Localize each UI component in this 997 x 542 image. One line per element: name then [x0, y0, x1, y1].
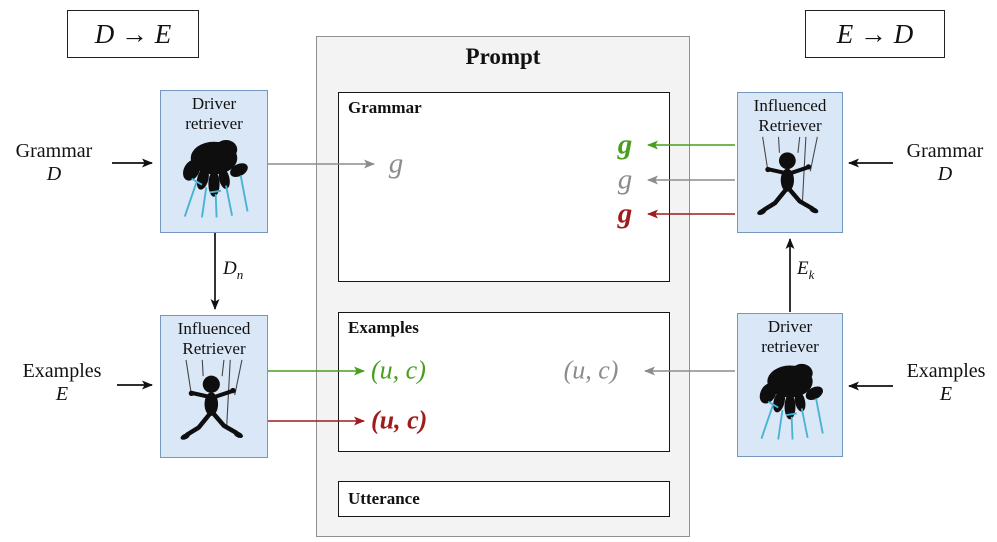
examples-item-uc-gray: (u, c) [563, 355, 619, 385]
left-influenced-label-line1: Influenced [177, 319, 251, 338]
examples-section-label: Examples [348, 318, 419, 337]
left-driver-label-line1: Driver [191, 94, 237, 113]
right-grammar-word: Grammar [906, 140, 984, 162]
grammar-section-label: Grammar [348, 98, 422, 117]
right-grammar-symbol: D [937, 163, 953, 185]
right-driver-label-line2: retriever [761, 337, 819, 356]
grammar-item-g-red: g [617, 197, 633, 230]
left-examples-symbol: E [55, 383, 69, 405]
prompt-utterance-section: Utterance [338, 481, 670, 517]
prompt-examples-section: Examples [338, 312, 670, 452]
grammar-item-g-driver: g [388, 147, 404, 180]
edge-label-ek-sub: k [808, 266, 815, 282]
right-driver-retriever-box: Driver retriever [737, 313, 843, 457]
grammar-item-g-gray: g [617, 163, 633, 196]
utterance-section-label: Utterance [348, 489, 420, 508]
left-driver-label-line2: retriever [185, 114, 243, 133]
marionette-icon [757, 136, 819, 216]
left-grammar-word: Grammar [15, 140, 93, 162]
right-influenced-label-line2: Retriever [758, 116, 822, 135]
left-examples-word: Examples [22, 360, 102, 382]
examples-item-uc-green: (u, c) [371, 355, 426, 385]
puppeteer-hand-icon [759, 363, 824, 440]
mode-label-d-to-e: D → E [67, 10, 199, 58]
edge-label-dn: Dn [223, 258, 243, 283]
right-grammar-input-label: Grammar D [898, 140, 992, 186]
left-influenced-label-line2: Retriever [182, 339, 246, 358]
edge-label-dn-sub: n [236, 266, 244, 282]
prompt-title: Prompt [465, 44, 541, 69]
mode-label-e-to-d: E → D [805, 10, 945, 58]
right-examples-word: Examples [906, 360, 986, 382]
left-grammar-symbol: D [46, 163, 62, 185]
left-driver-retriever-box: Driver retriever [160, 90, 268, 233]
puppeteer-hand-icon [183, 140, 249, 218]
right-examples-symbol: E [939, 383, 953, 405]
marionette-icon [180, 359, 243, 440]
left-grammar-input-label: Grammar D [6, 140, 102, 186]
left-influenced-retriever-box: Influenced Retriever [160, 315, 268, 458]
grammar-item-g-green: g [617, 128, 633, 161]
edge-label-ek: Ek [797, 258, 814, 283]
right-examples-input-label: Examples E [896, 360, 996, 406]
edge-label-ek-base: E [797, 258, 809, 279]
edge-label-dn-base: D [223, 258, 237, 279]
right-influenced-label-line1: Influenced [753, 96, 827, 115]
examples-item-uc-red: (u, c) [371, 405, 428, 435]
prompt-grammar-section: Grammar [338, 92, 670, 282]
left-examples-input-label: Examples E [10, 360, 114, 406]
right-influenced-retriever-box: Influenced Retriever [737, 92, 843, 233]
mode-label-d-to-e-text: D → E [94, 18, 172, 49]
mode-label-e-to-d-text: E → D [836, 18, 914, 49]
right-driver-label-line1: Driver [767, 317, 813, 336]
